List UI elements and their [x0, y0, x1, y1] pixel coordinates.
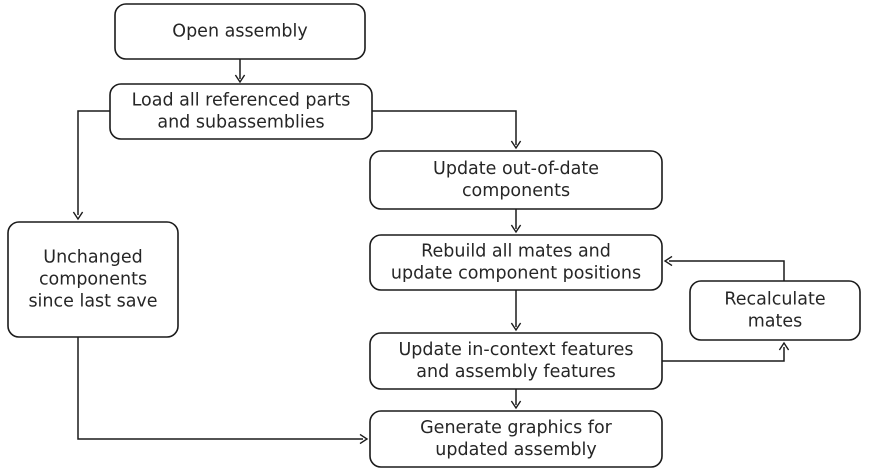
arrowhead — [663, 255, 673, 267]
node-label-line: Recalculate — [724, 290, 825, 310]
edges-layer — [72, 59, 790, 445]
node-box[interactable] — [114, 3, 366, 60]
node-label-line: components — [462, 181, 570, 201]
node-label-line: Generate graphics for — [420, 418, 613, 438]
edge-rebuild-to-update-in-context — [510, 290, 522, 332]
node-label-line: Open assembly — [172, 22, 307, 42]
node-label: Open assembly — [172, 22, 307, 42]
node-label-line: Update out-of-date — [433, 159, 599, 179]
edge-open-to-load — [234, 59, 246, 84]
edge-line — [669, 260, 785, 281]
edge-line — [77, 337, 363, 440]
edge-recalculate-to-rebuild — [663, 255, 785, 281]
node-label-line: update component positions — [391, 264, 641, 284]
arrowhead — [510, 140, 522, 150]
node-box[interactable] — [109, 83, 373, 140]
edge-load-to-update-out-of-date — [372, 110, 522, 150]
arrowhead — [778, 341, 790, 351]
node-label-line: Update in-context features — [398, 340, 633, 360]
node-label-line: since last save — [28, 292, 157, 312]
node-box[interactable] — [369, 410, 663, 468]
node-box[interactable] — [369, 234, 663, 291]
node-label-line: components — [39, 270, 147, 290]
arrowhead — [234, 74, 246, 84]
node-label-line: updated assembly — [435, 440, 596, 460]
arrowhead — [72, 211, 84, 221]
edge-line — [77, 110, 110, 215]
edge-update-out-of-date-to-rebuild — [510, 209, 522, 234]
node-box[interactable] — [369, 332, 663, 390]
edge-update-in-context-to-generate — [510, 389, 522, 410]
edge-unchanged-to-generate — [77, 337, 369, 445]
arrowhead — [510, 400, 522, 410]
node-label-line: Load all referenced parts — [132, 91, 351, 111]
node-label-line: Rebuild all mates and — [421, 242, 611, 262]
node-label-line: and assembly features — [416, 362, 615, 382]
node-label-line: Unchanged — [43, 248, 142, 268]
node-box[interactable] — [7, 221, 179, 338]
node-label-line: and subassemblies — [157, 113, 324, 133]
edge-line — [662, 347, 785, 362]
node-box[interactable] — [689, 280, 861, 341]
node-box[interactable] — [369, 150, 663, 210]
arrowhead — [510, 322, 522, 332]
node-open-assembly[interactable]: Open assembly — [114, 3, 366, 60]
edge-line — [372, 110, 517, 145]
node-label-line: mates — [748, 312, 803, 332]
edge-update-in-context-to-recalculate — [662, 341, 790, 362]
arrowhead — [359, 433, 369, 445]
edge-load-to-unchanged — [72, 110, 110, 221]
arrowhead — [510, 224, 522, 234]
